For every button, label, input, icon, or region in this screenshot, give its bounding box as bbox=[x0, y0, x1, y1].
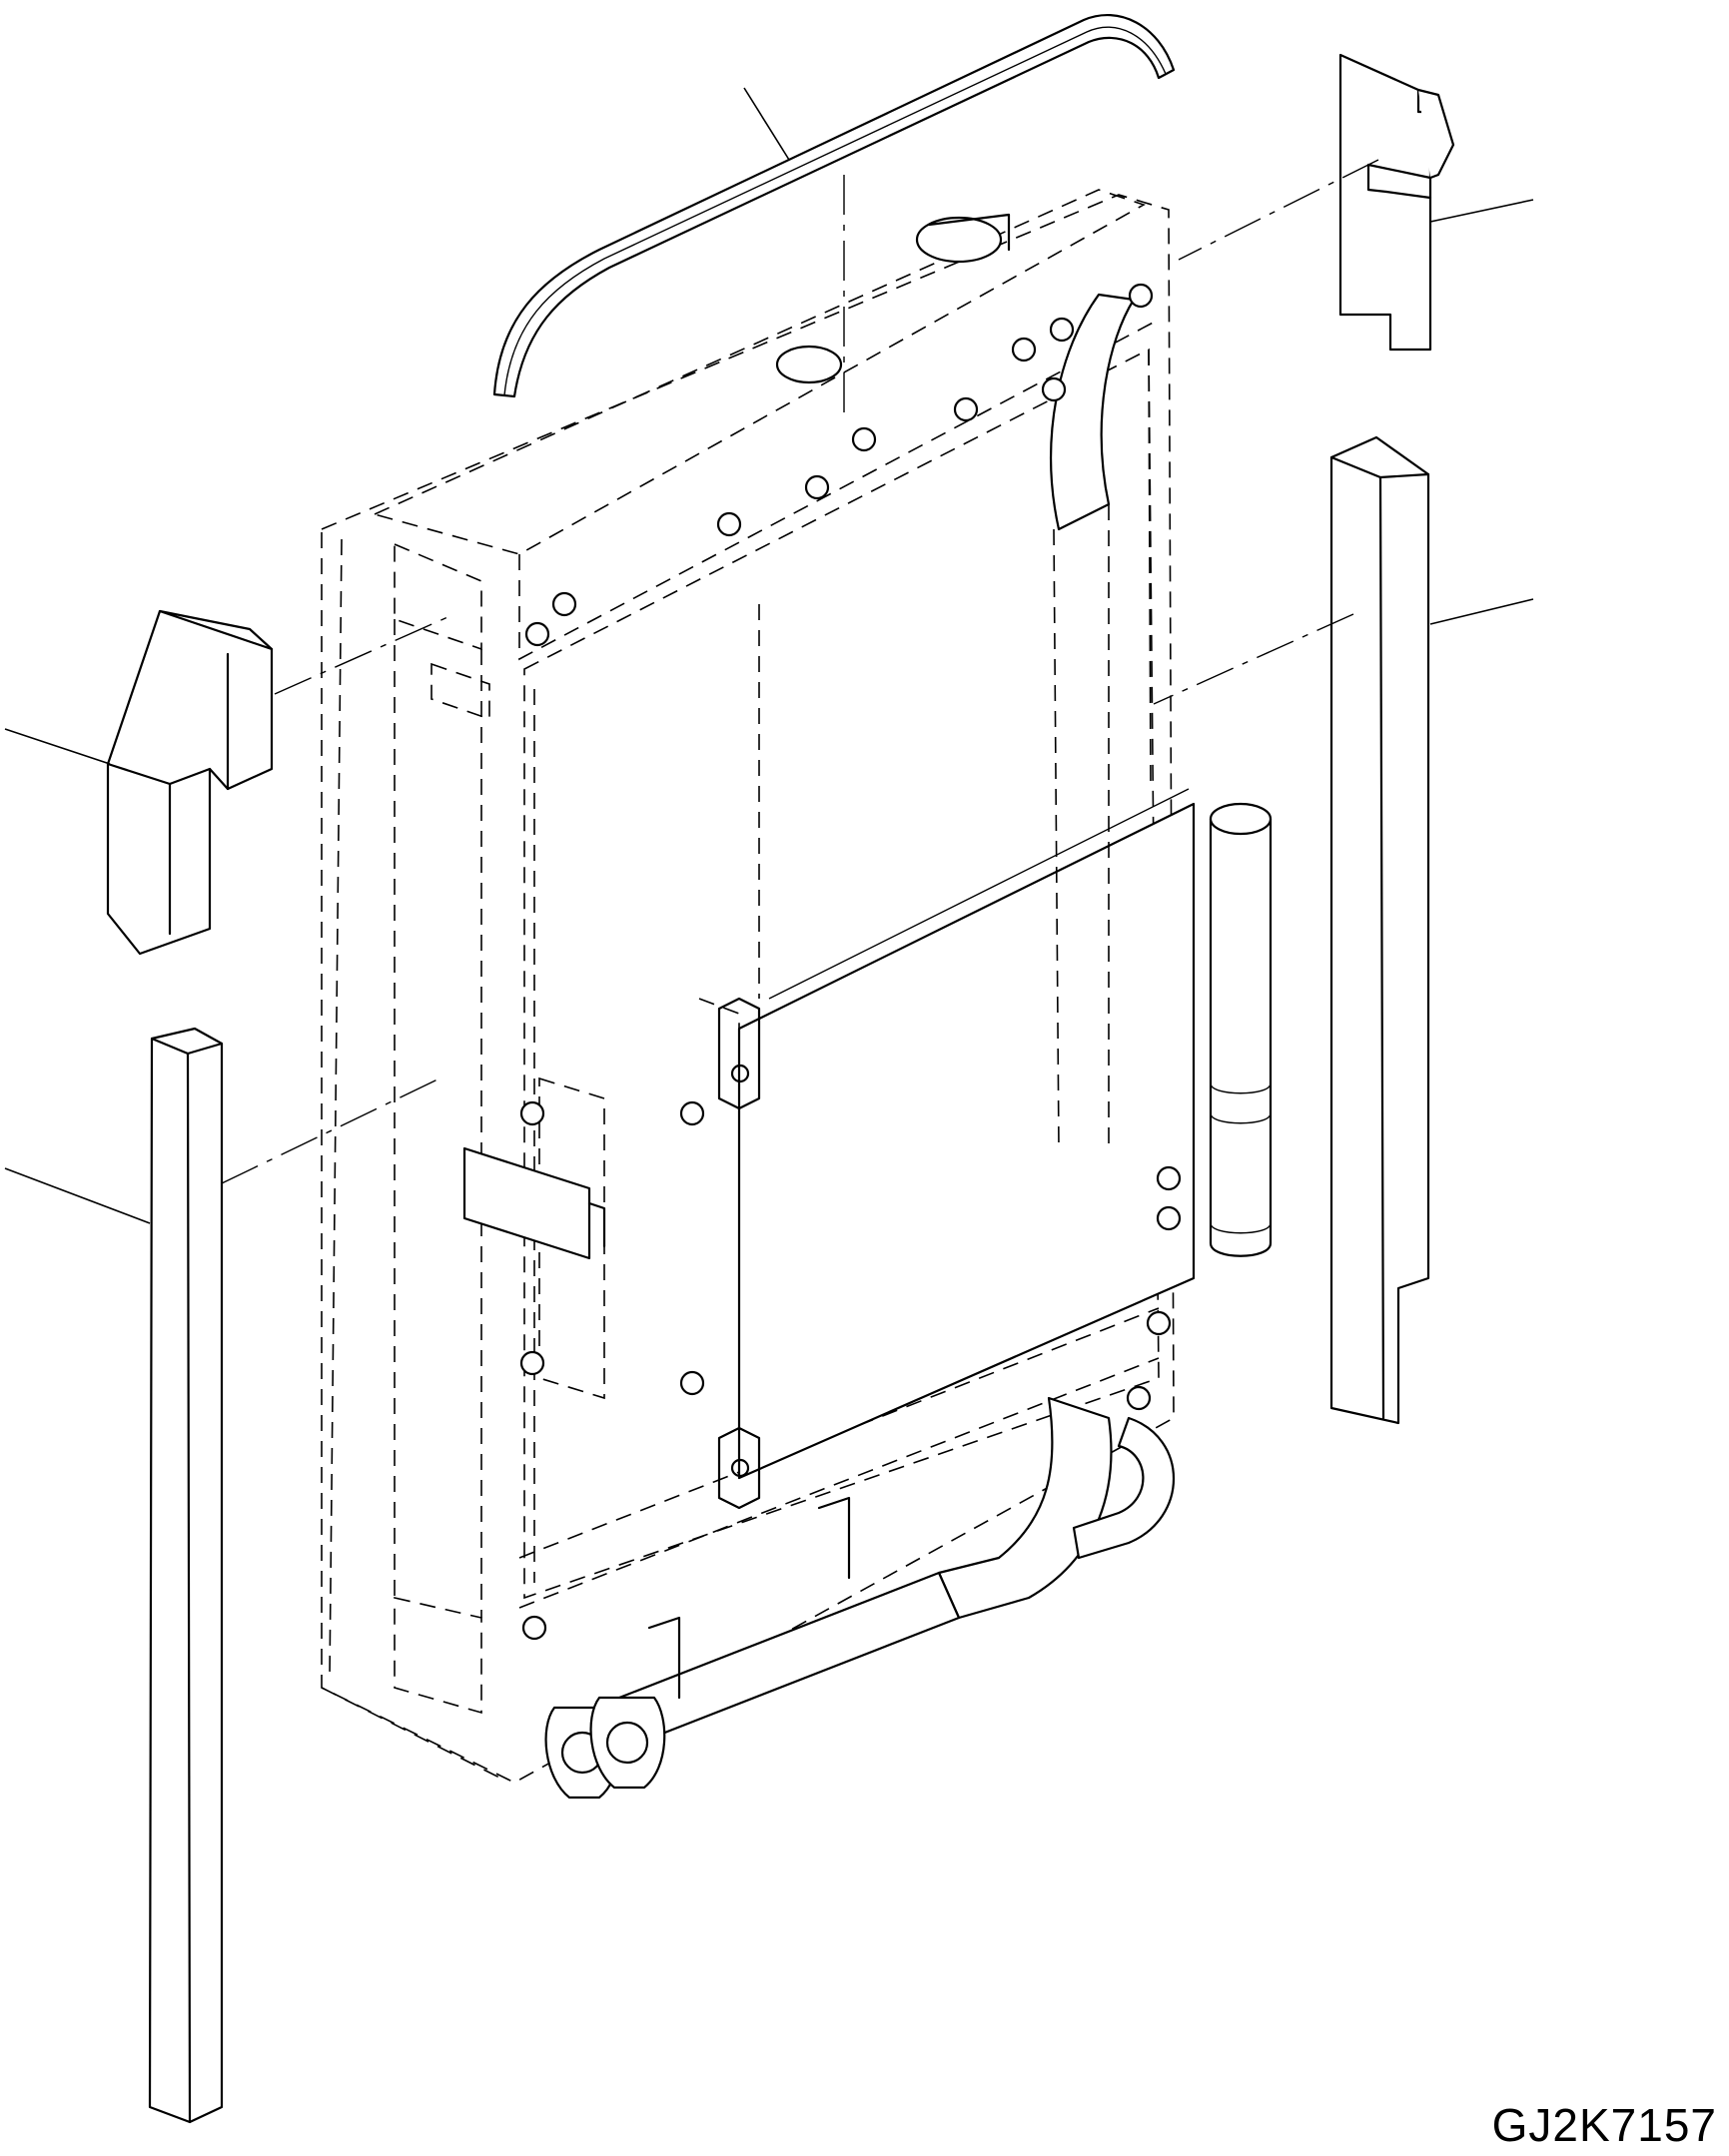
receiver-drier-cylinder bbox=[1209, 802, 1273, 1257]
lower-hose bbox=[937, 1396, 1175, 1620]
oil-cooler-panel bbox=[717, 788, 1196, 1510]
mounting-bracket-plate bbox=[462, 1146, 606, 1260]
leader-lines bbox=[4, 87, 1534, 1224]
left-seal-bar bbox=[148, 1027, 224, 2124]
bottom-pipe-flanges bbox=[544, 1496, 961, 1799]
upper-right-seal-block bbox=[1338, 53, 1455, 352]
drawing-code-label: GJ2K7157 bbox=[1491, 2099, 1717, 2151]
top-filler-neck bbox=[775, 213, 1011, 384]
bolts bbox=[519, 283, 1182, 1641]
alignment-lines bbox=[221, 159, 1379, 1184]
upper-hose bbox=[1050, 293, 1136, 1149]
right-seal-bar bbox=[1329, 435, 1430, 1425]
upper-left-seal-block bbox=[106, 609, 274, 956]
top-seal-strip bbox=[492, 14, 1176, 398]
